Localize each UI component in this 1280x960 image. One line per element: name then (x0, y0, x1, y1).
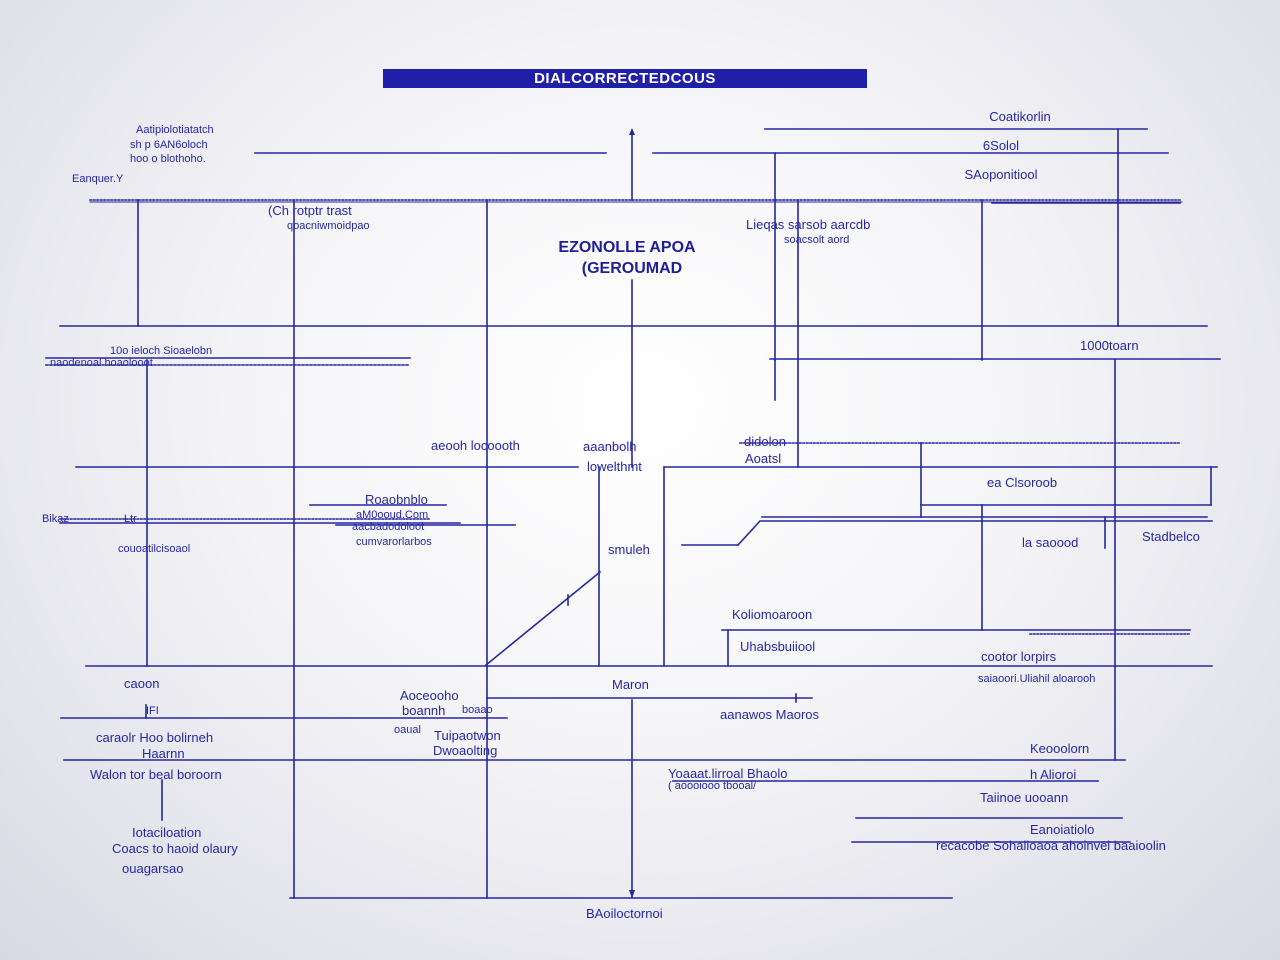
center-title-line2: (GEROUMAD (581, 260, 683, 277)
label: cumvarorlarbos (356, 536, 432, 548)
label: caraolr Hoo bolirneh (96, 730, 214, 745)
label: cootor lorpirs (981, 649, 1057, 664)
label: Tuipaotwon (434, 728, 501, 743)
label: Aoatsl (745, 451, 782, 466)
label: Stadbelco (1142, 529, 1200, 544)
label: Coatikorlin (989, 109, 1051, 124)
label: Haarnn (142, 746, 185, 761)
label: 1000toarn (1080, 338, 1139, 353)
label: la saoood (1022, 535, 1079, 550)
diagram-title: DIALCORRECTEDCOUS (383, 69, 867, 88)
label: Maron (612, 677, 649, 692)
label: naodenoal hoaolooot (50, 357, 153, 369)
arrow-head (629, 890, 635, 898)
connector-line (736, 520, 1213, 547)
label: 10o ieloch Sioaelobn (110, 345, 213, 357)
label: Taiinoe uooann (980, 790, 1069, 805)
label: aanawos Maoros (720, 707, 819, 722)
label: Keooolorn (1030, 741, 1090, 756)
label: h Alioroi (1030, 767, 1077, 782)
label: recacobe Sohalioaoa ahoinvel baaioolin (936, 838, 1166, 853)
label: couoatilcisoaol (118, 543, 191, 555)
label: aaanbolh (583, 439, 637, 454)
label: lowelthmt (587, 459, 642, 474)
label: Aoceooho (400, 688, 459, 703)
label: (Ch rotptr trast (268, 203, 352, 218)
label: Ltr (124, 513, 137, 525)
label: ouagarsao (122, 861, 184, 876)
label: Eanoiatiolo (1030, 822, 1095, 837)
label: SAoponitiool (964, 167, 1038, 182)
label: Dwoaolting (433, 743, 498, 758)
label: Yoaaat.lirroal Bhaolo (668, 766, 788, 781)
label: Aatipiolotiatatch (136, 124, 214, 136)
label: Iotaciloation (132, 825, 202, 840)
label: smuleh (608, 542, 650, 557)
label: hoo o blothoho. (130, 153, 206, 165)
center-title-line1: EZONOLLE APOA (558, 239, 696, 256)
label: ( aoooiooo tbooal/ (668, 780, 757, 792)
label: aM0ooud.Com (356, 509, 429, 521)
label: Bikaz (42, 513, 69, 525)
label: Lieqas sarsob aarcdb (746, 217, 871, 232)
label: didolon (744, 434, 786, 449)
connector-line (484, 570, 602, 667)
label: Koliomoaroon (732, 607, 813, 622)
label: caoon (124, 676, 160, 691)
label: aeooh locoooth (431, 438, 520, 453)
label: Roaobnblo (365, 492, 428, 507)
label: Coacs to haoid olaury (112, 841, 238, 856)
label: oaual (394, 724, 421, 736)
label: sh p 6AN6oloch (130, 139, 208, 151)
label: 6Solol (982, 138, 1020, 153)
label: boannh (402, 703, 446, 718)
label: aacbadodoloot (352, 521, 425, 533)
label: IFI (146, 705, 159, 717)
label: BAoiloctornoi (586, 906, 663, 921)
label: Walon tor beal boroorn (90, 767, 222, 782)
label: qoacniwmoidpao (287, 220, 370, 232)
label: Eanquer.Y (72, 173, 124, 185)
arrow-head (629, 128, 635, 135)
label: soacsolt aord (784, 234, 850, 246)
label: Uhabsbuiiool (740, 639, 816, 654)
label: saiaoori.Uliahil aloarooh (978, 673, 1096, 685)
label: ea Clsoroob (987, 475, 1058, 490)
label: boaao (462, 704, 493, 716)
